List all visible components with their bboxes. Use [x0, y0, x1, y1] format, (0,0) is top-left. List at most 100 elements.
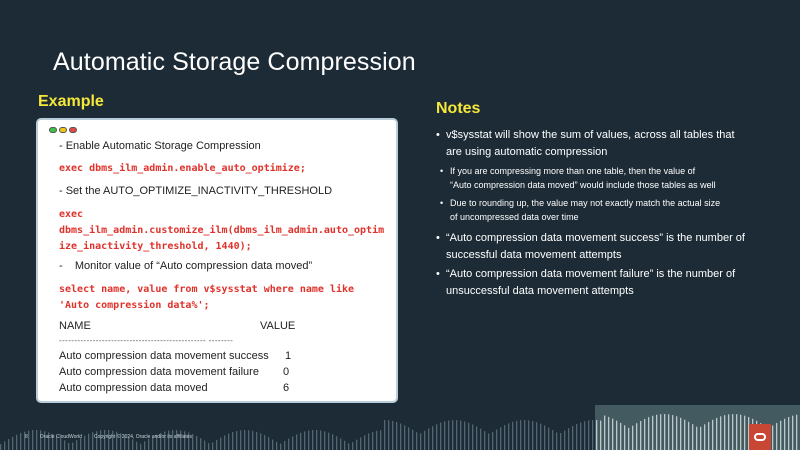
band-stripe [328, 432, 330, 450]
band-stripe [704, 424, 706, 450]
band-stripe [308, 430, 310, 450]
band-stripe [668, 414, 670, 450]
band-stripe [672, 415, 674, 450]
band-stripe [16, 434, 18, 450]
band-stripe [456, 420, 458, 450]
band-stripe [560, 433, 562, 450]
band-stripe [484, 431, 486, 450]
band-stripe [252, 430, 254, 450]
band-stripe [796, 414, 798, 450]
band-stripe [300, 432, 302, 450]
code-select-line-1: select name, value from v$sysstat where … [59, 284, 355, 295]
band-stripe [76, 440, 78, 450]
result-row-value: 6 [283, 382, 290, 394]
band-stripe [256, 431, 258, 450]
band-stripe [708, 421, 710, 450]
band-stripe [248, 430, 250, 450]
band-stripe [136, 441, 138, 450]
band-stripe [636, 423, 638, 450]
band-stripe [744, 415, 746, 450]
band-stripe [556, 432, 558, 450]
band-stripe [348, 443, 350, 450]
band-stripe [660, 414, 662, 450]
band-stripe [60, 438, 62, 450]
band-stripe [720, 416, 722, 450]
band-stripe [500, 427, 502, 450]
result-divider: ----------------------------------------… [59, 336, 234, 345]
band-stripe [740, 414, 742, 450]
result-row-name: Auto compression data movement failure [59, 366, 259, 378]
band-stripe [640, 420, 642, 450]
band-stripe [228, 433, 230, 450]
band-stripe [272, 439, 274, 450]
band-stripe [428, 428, 430, 450]
window-red-dot-icon [69, 127, 77, 133]
band-stripe [244, 430, 246, 450]
note-text: unsuccessful data movement attempts [446, 285, 634, 297]
band-stripe [356, 439, 358, 450]
band-stripe [700, 426, 702, 450]
band-stripe [316, 430, 318, 450]
code-window: - Enable Automatic Storage Compression e… [36, 118, 398, 403]
band-stripe [284, 441, 286, 450]
band-stripe [676, 416, 678, 450]
band-stripe [596, 420, 598, 450]
band-stripe [152, 436, 154, 450]
band-stripe [64, 440, 66, 450]
note-text: If you are compressing more than one tab… [450, 166, 696, 176]
band-stripe [656, 414, 658, 450]
band-stripe [392, 420, 394, 450]
band-stripe [204, 440, 206, 450]
band-stripe [772, 425, 774, 450]
band-stripe [364, 435, 366, 450]
band-stripe [112, 430, 114, 450]
band-stripe [696, 426, 698, 450]
band-stripe [664, 414, 666, 450]
band-stripe [476, 426, 478, 450]
band-stripe [584, 421, 586, 450]
code-customize-line-3: ize_inactivity_threshold, 1440); [59, 241, 252, 252]
band-stripe [336, 436, 338, 450]
band-stripe [148, 438, 150, 450]
band-stripe [108, 430, 110, 450]
bullet-icon: • [440, 198, 444, 208]
step-threshold-label: - Set the AUTO_OPTIMIZE_INACTIVITY_THRES… [59, 185, 333, 197]
band-stripe [96, 431, 98, 450]
band-stripe [444, 421, 446, 450]
band-stripe [620, 422, 622, 450]
note-item: • “Auto compression data movement failur… [436, 266, 735, 300]
band-stripe [408, 427, 410, 450]
footer: 8 Oracle CloudWorld Copyright © 2024, Or… [25, 434, 192, 440]
band-stripe [492, 431, 494, 450]
band-stripe [268, 437, 270, 450]
notes-heading: Notes [436, 100, 481, 117]
band-stripe [172, 430, 174, 450]
band-stripe [280, 443, 282, 450]
band-stripe [652, 415, 654, 450]
band-stripe [304, 431, 306, 450]
note-text: of uncompressed data over time [450, 212, 579, 222]
band-stripe [536, 422, 538, 450]
band-stripe [324, 431, 326, 450]
page-number: 8 [25, 434, 28, 440]
note-text: “Auto compression data movement failure”… [446, 268, 736, 280]
band-stripe [164, 431, 166, 450]
band-stripe [420, 433, 422, 450]
band-stripe [80, 437, 82, 450]
band-stripe [56, 435, 58, 450]
bullet-icon: • [440, 166, 444, 176]
band-stripe [380, 430, 382, 450]
band-stripe [212, 442, 214, 450]
band-stripe [52, 433, 54, 450]
band-stripe [724, 415, 726, 450]
band-stripe [144, 441, 146, 450]
band-stripe [276, 441, 278, 450]
band-stripe [612, 418, 614, 450]
step-monitor-label: - Monitor value of “Auto compression dat… [59, 260, 313, 272]
band-stripe [592, 420, 594, 450]
band-stripe [508, 423, 510, 450]
footer-copyright: Copyright © 2024, Oracle and/or its affi… [93, 434, 193, 440]
band-stripe [400, 423, 402, 450]
result-row-name: Auto compression data moved [59, 382, 208, 394]
band-stripe [360, 437, 362, 450]
